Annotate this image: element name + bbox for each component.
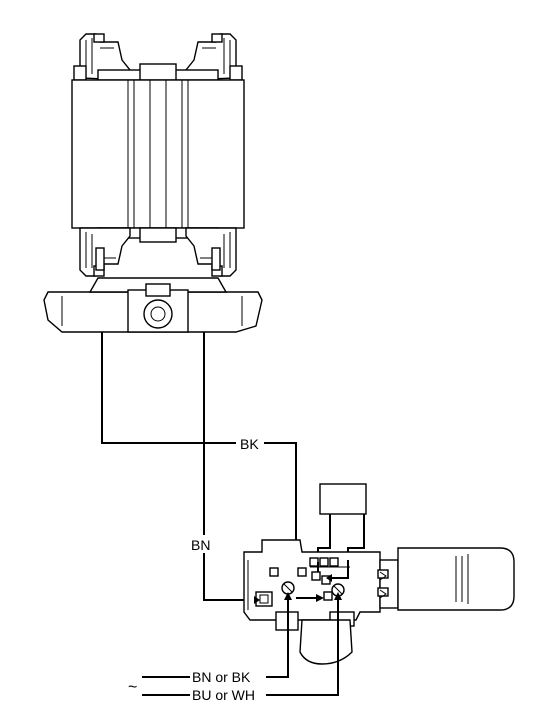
bk-wire bbox=[101, 332, 297, 598]
motor-wires bbox=[101, 332, 297, 601]
motor-end-shield bbox=[43, 277, 263, 333]
bottom-brush-holders bbox=[79, 227, 237, 277]
capacitor-icon bbox=[317, 483, 367, 562]
bk-label: BK bbox=[240, 436, 259, 452]
bn-wire bbox=[203, 332, 258, 601]
top-brush-holders bbox=[73, 33, 243, 81]
ac-symbol-icon: ~ bbox=[128, 679, 137, 696]
switch-internal-wires bbox=[254, 560, 349, 604]
motor-icon bbox=[43, 33, 263, 333]
bn-label: BN bbox=[191, 537, 210, 553]
switch-icon bbox=[243, 539, 515, 665]
stator-core bbox=[71, 79, 245, 229]
supply-line-1-label: BN or BK bbox=[192, 669, 251, 685]
supply-line-2-label: BU or WH bbox=[192, 687, 255, 703]
